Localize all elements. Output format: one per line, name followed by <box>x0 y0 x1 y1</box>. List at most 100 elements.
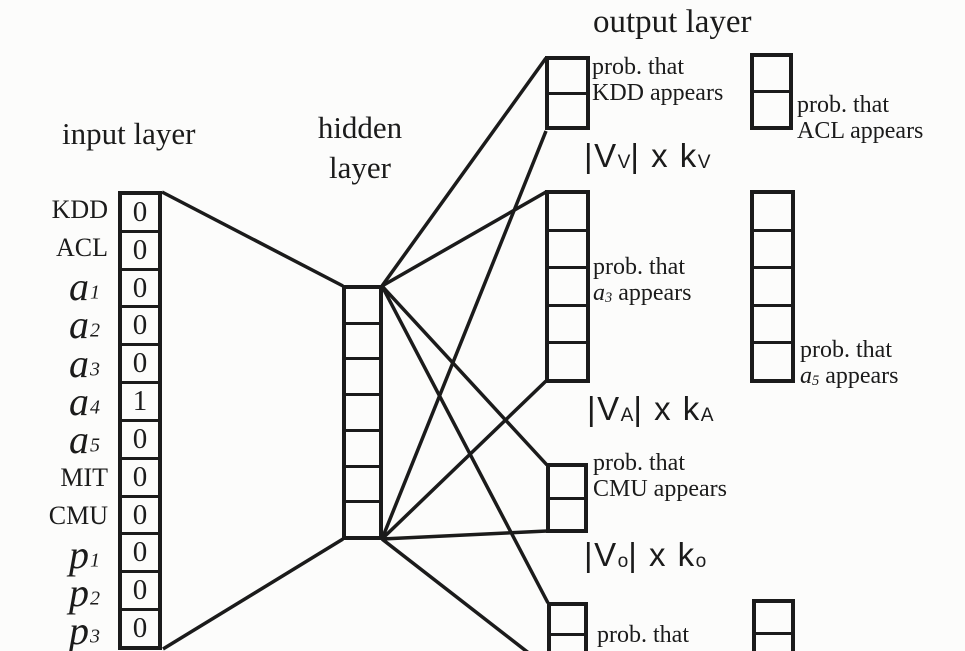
connection-hidden-bottom-right-to-cmu-box-bottom-left <box>381 529 548 541</box>
output-label-p-line1: prob. that <box>597 622 689 648</box>
input-layer-vector-cell: 0 <box>122 195 158 230</box>
output-vector-a3-cell <box>549 194 586 229</box>
input-row-label-text: KDD <box>51 195 108 225</box>
input-row-label-text: a <box>69 417 89 463</box>
connection-hidden-top-right-to-cmu-box-top-left <box>380 284 549 467</box>
output-label-part: 3 <box>605 290 613 306</box>
input-layer-vector-cell-value: 0 <box>132 536 148 569</box>
input-layer-vector-cell: 0 <box>122 343 158 381</box>
input-layer-vector-cell-value: 0 <box>132 347 148 380</box>
output-vector-a5 <box>750 190 795 383</box>
output-vector-a3-cell <box>549 303 586 342</box>
output-vector-a3-cell <box>549 228 586 267</box>
output-vector-kdd <box>545 56 590 130</box>
formula-subscript: A <box>700 405 714 426</box>
input-layer-vector-cell-value: 0 <box>132 195 148 228</box>
output-label-a5-line1: prob. that <box>800 337 892 363</box>
input-layer-title: input layer <box>62 116 196 151</box>
output-vector-p-left-cell <box>551 632 584 651</box>
connection-hidden-bottom-right-to-kdd-box-bottom-left <box>380 130 548 540</box>
hidden-layer-vector-cell <box>346 393 379 429</box>
output-vector-a5-cell <box>754 266 791 304</box>
input-layer-vector-cell: 1 <box>122 381 158 419</box>
hidden-layer-title-line2: layer <box>329 150 391 185</box>
formula-text: | x k <box>630 137 698 174</box>
input-row-label-text: p <box>69 531 89 577</box>
connection-hidden-top-right-to-kdd-box-top-left <box>380 56 548 288</box>
connection-hidden-bottom-right-to-a3-box-bottom-left <box>380 379 548 541</box>
output-label-cmu-line1: prob. that <box>593 450 685 476</box>
input-row-label-text: a <box>69 378 89 424</box>
output-label-part: ACL appears <box>797 118 924 144</box>
output-vector-acl-cell <box>754 90 789 126</box>
dimension-formula-author: |VA| x kA <box>587 390 714 428</box>
input-row-label-text: a <box>69 302 89 348</box>
output-vector-a5-cell <box>754 303 791 342</box>
hidden-layer-vector <box>342 285 383 540</box>
output-label-part: appears <box>612 280 692 306</box>
output-vector-cmu-cell <box>550 467 584 497</box>
output-vector-a5-cell <box>754 194 791 229</box>
input-row-label-acl: ACL <box>0 229 114 267</box>
hidden-layer-vector-cell <box>346 500 379 536</box>
input-row-label-text: MIT <box>60 462 108 492</box>
output-label-part: a <box>593 280 605 306</box>
input-row-label-subscript: 5 <box>90 434 100 457</box>
input-layer-vector-cell-value: 0 <box>132 612 148 645</box>
formula-text: |V <box>584 137 618 174</box>
output-label-part: a <box>800 363 812 389</box>
input-layer-vector-cell: 0 <box>122 305 158 343</box>
formula-subscript: V <box>617 152 631 173</box>
input-row-label-text: CMU <box>48 501 108 531</box>
input-layer-vector-cell: 0 <box>122 418 158 457</box>
output-label-a5-line2: a5 appears <box>800 363 899 394</box>
input-row-label-subscript: 4 <box>90 396 100 419</box>
output-layer-title: output layer <box>593 4 752 40</box>
formula-subscript: V <box>697 152 711 173</box>
output-vector-a3 <box>545 190 590 383</box>
hidden-layer-vector-cell <box>346 321 379 358</box>
input-layer-vector-cell-value: 1 <box>132 385 148 418</box>
formula-subscript: o <box>695 551 707 572</box>
input-layer-vector-cell: 0 <box>122 608 158 646</box>
input-layer-vector-cell: 0 <box>122 494 158 533</box>
connection-input-bottom-right-to-hidden-bottom-left <box>162 537 344 651</box>
formula-subscript: A <box>620 405 634 426</box>
connection-hidden-top-right-to-a3-box-top-left <box>381 190 547 288</box>
output-vector-p-right-cell <box>756 603 791 632</box>
output-vector-p-left <box>547 602 588 651</box>
input-row-label-text: a <box>69 264 89 310</box>
output-vector-kdd-cell <box>549 60 586 92</box>
output-vector-a5-cell <box>754 228 791 267</box>
connection-hidden-bottom-right-to-p-box-bottom-left <box>380 537 529 651</box>
output-label-part: 5 <box>812 373 820 389</box>
input-layer-vector-cell-value: 0 <box>132 498 148 531</box>
output-vector-kdd-cell <box>549 91 586 127</box>
formula-text: | x k <box>628 536 696 573</box>
hidden-layer-vector-cell <box>346 428 379 465</box>
output-label-part: CMU appears <box>593 476 727 502</box>
formula-text: | x k <box>633 390 701 427</box>
input-layer-vector-cell: 0 <box>122 570 158 608</box>
output-label-kdd-line2: KDD appears <box>592 80 723 106</box>
output-vector-p-right <box>752 599 795 651</box>
output-label-acl-line1: prob. that <box>797 92 889 118</box>
input-layer-vector-cell: 0 <box>122 229 158 268</box>
output-vector-cmu <box>546 463 588 533</box>
input-layer-vector-cell: 0 <box>122 456 158 495</box>
output-label-a3-line1: prob. that <box>593 254 685 280</box>
